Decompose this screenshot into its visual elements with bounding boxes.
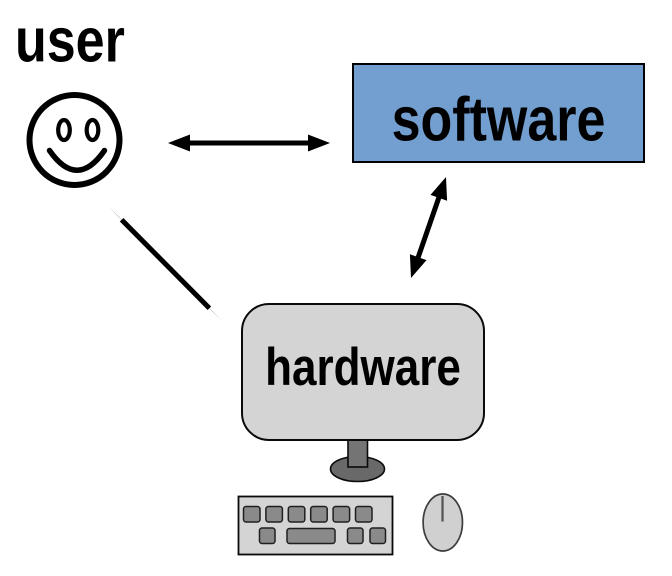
arrow-user-hardware: [109, 207, 222, 321]
software-node: software: [352, 63, 645, 163]
smiley-right-eye: [84, 117, 101, 143]
software-node-label: software: [391, 85, 606, 155]
user-node-label: user: [15, 6, 125, 76]
monitor-stand: [329, 437, 386, 483]
arrow-software-hardware: [409, 177, 448, 278]
smiley-left-eye: [56, 117, 72, 143]
mouse-icon: [422, 493, 464, 552]
monitor-stand-neck: [347, 437, 369, 468]
smiley-smile: [46, 147, 108, 173]
arrow-user-software: [168, 134, 330, 152]
hardware-node computer-monitor-icon: hardware: [241, 303, 485, 441]
keyboard-icon: [237, 495, 394, 556]
hardware-node-label: hardware: [265, 338, 461, 397]
keyboard-spacebar: [286, 527, 336, 545]
smiley-face-icon: [26, 92, 123, 188]
